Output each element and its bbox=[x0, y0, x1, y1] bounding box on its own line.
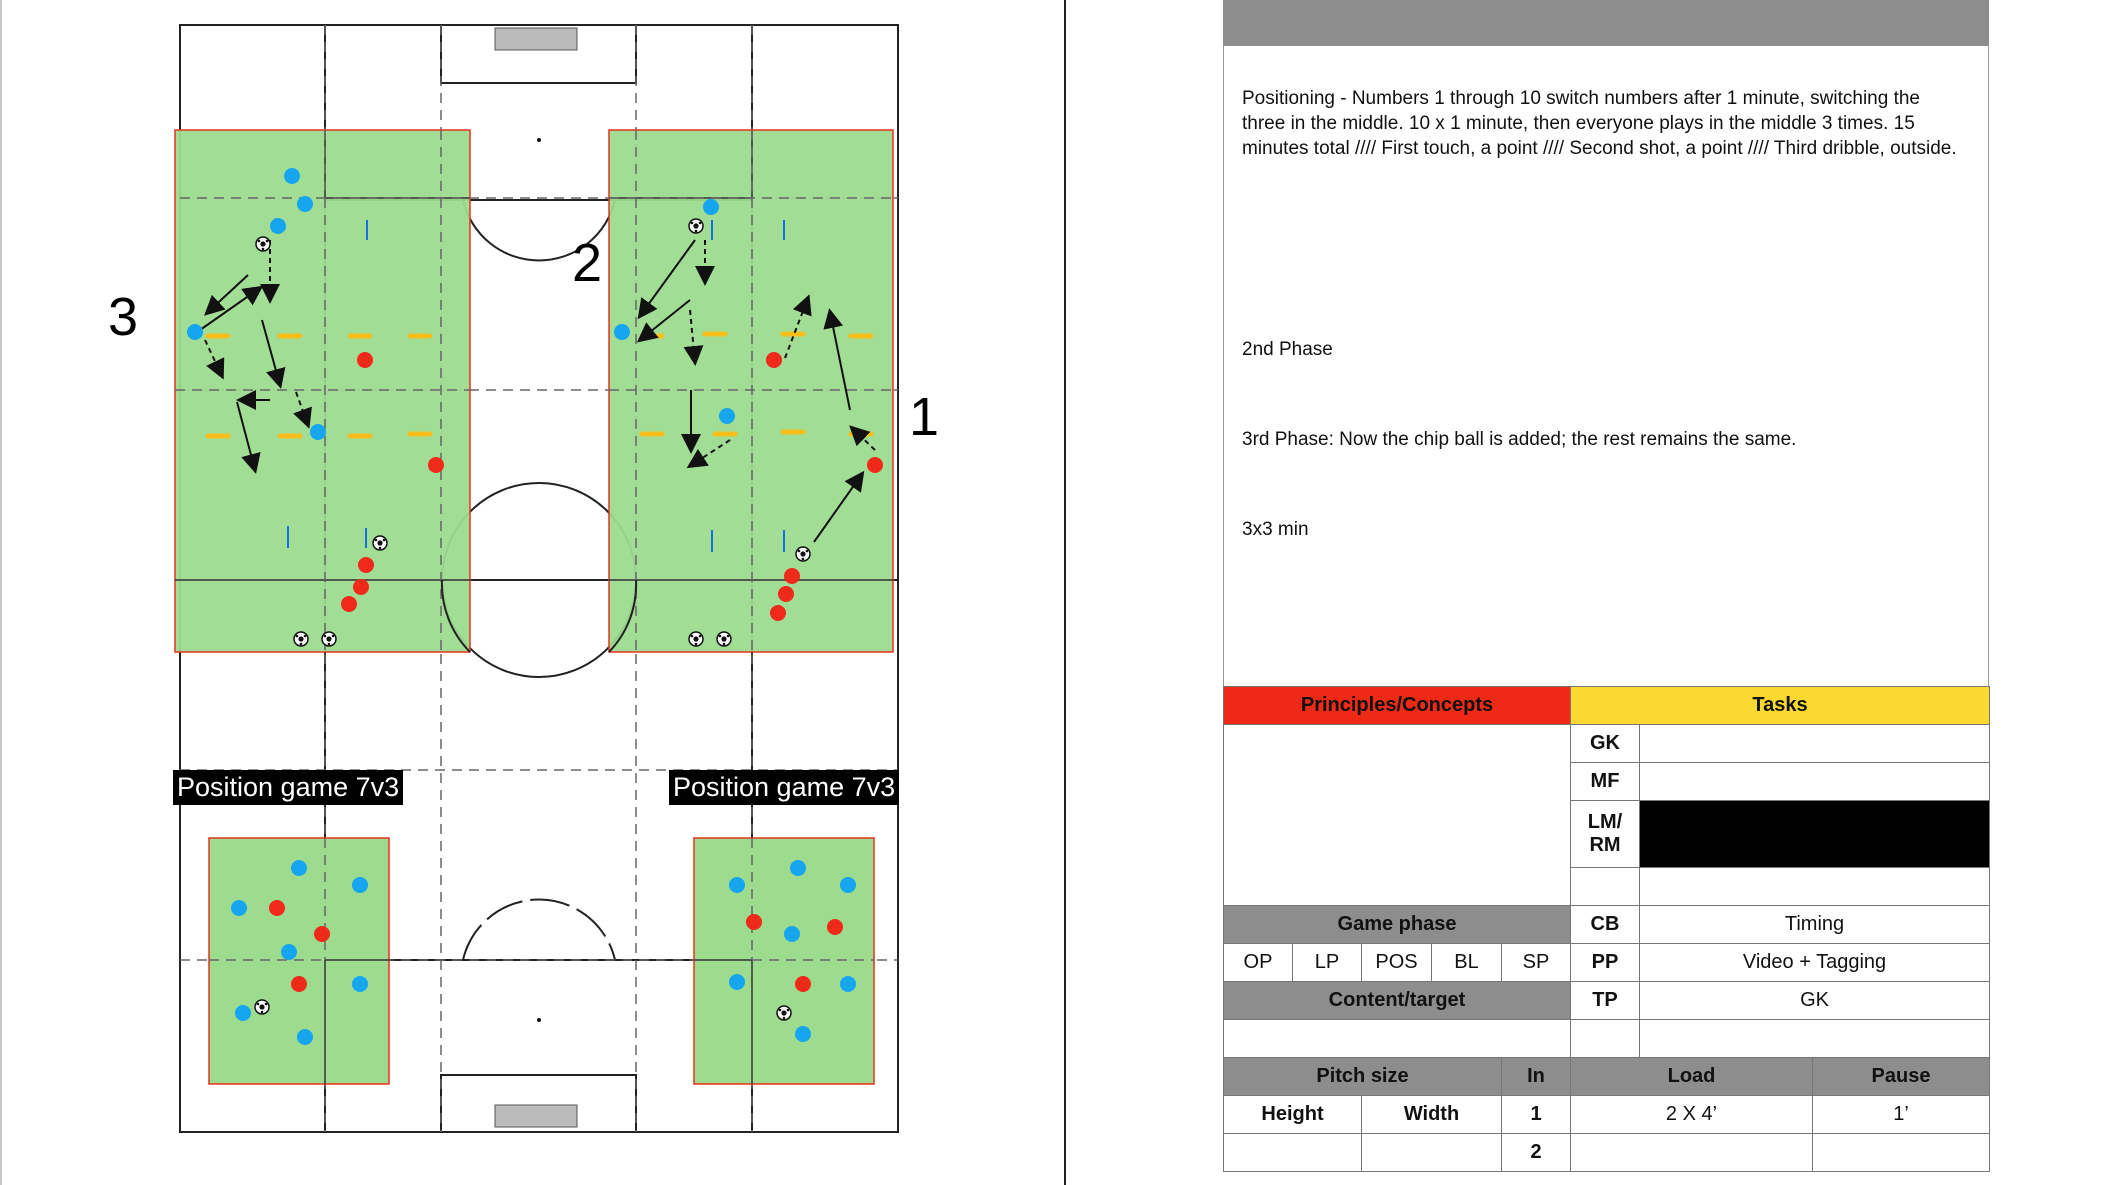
number-label-2: 2 bbox=[572, 233, 603, 293]
position-pp: PP bbox=[1570, 943, 1640, 982]
load-header: Load bbox=[1570, 1057, 1813, 1096]
position-gk: GK bbox=[1570, 724, 1640, 763]
in-header: In bbox=[1501, 1057, 1571, 1096]
height-label: Height bbox=[1223, 1095, 1362, 1134]
top-goal-box bbox=[440, 24, 637, 84]
pitch-diagram bbox=[174, 24, 899, 1133]
task-gk[interactable] bbox=[1638, 724, 1991, 763]
sheet-header-bar bbox=[1223, 0, 1989, 46]
load-value-1[interactable]: 2 X 4’ bbox=[1570, 1095, 1813, 1134]
page-edge bbox=[0, 0, 2, 1185]
pause-header: Pause bbox=[1811, 1057, 1991, 1096]
position-mf: MF bbox=[1570, 762, 1640, 801]
position-game-label-right: Position game 7v3 bbox=[669, 770, 900, 805]
in-value-2: 2 bbox=[1501, 1133, 1571, 1172]
zone-bottom-right bbox=[693, 837, 875, 1085]
game-phase-bl[interactable]: BL bbox=[1431, 943, 1502, 982]
width-value[interactable] bbox=[1361, 1133, 1502, 1172]
session-table: Principles/Concepts Tasks GK MF LM/RM Ga… bbox=[1223, 686, 1991, 1172]
bottom-goal bbox=[494, 1104, 578, 1128]
position-tp: TP bbox=[1570, 981, 1640, 1020]
session-sheet: Positioning - Numbers 1 through 10 switc… bbox=[1223, 0, 1991, 1185]
position-game-label-left: Position game 7v3 bbox=[173, 770, 404, 805]
phase-2-text: 2nd Phase bbox=[1242, 339, 1333, 360]
number-label-1: 1 bbox=[909, 387, 940, 447]
zone-left bbox=[174, 129, 471, 653]
task-lm-rm[interactable] bbox=[1638, 800, 1991, 868]
game-phase-pos[interactable]: POS bbox=[1361, 943, 1432, 982]
width-label: Width bbox=[1361, 1095, 1502, 1134]
in-value-1: 1 bbox=[1501, 1095, 1571, 1134]
content-target-header: Content/target bbox=[1223, 981, 1571, 1020]
principles-header: Principles/Concepts bbox=[1223, 686, 1571, 725]
position-lm-rm: LM/RM bbox=[1570, 800, 1640, 868]
tasks-header: Tasks bbox=[1569, 686, 1991, 725]
load-value-2[interactable] bbox=[1570, 1133, 1813, 1172]
number-label-3: 3 bbox=[108, 287, 139, 347]
pause-value-2[interactable] bbox=[1811, 1133, 1991, 1172]
game-phase-header: Game phase bbox=[1223, 905, 1571, 944]
principles-content[interactable] bbox=[1223, 724, 1571, 906]
duration-text: 3x3 min bbox=[1242, 519, 1309, 540]
game-phase-sp[interactable]: SP bbox=[1501, 943, 1571, 982]
task-pp[interactable]: Video + Tagging bbox=[1638, 943, 1991, 982]
top-goal bbox=[494, 27, 578, 51]
task-tp[interactable]: GK bbox=[1638, 981, 1991, 1020]
game-phase-op[interactable]: OP bbox=[1223, 943, 1293, 982]
page-divider bbox=[1064, 0, 1066, 1185]
pitch-size-header: Pitch size bbox=[1223, 1057, 1502, 1096]
position-cb: CB bbox=[1570, 905, 1640, 944]
game-phase-lp[interactable]: LP bbox=[1292, 943, 1362, 982]
phase-3-text: 3rd Phase: Now the chip ball is added; t… bbox=[1242, 429, 1797, 450]
task-mf[interactable] bbox=[1638, 762, 1991, 801]
zone-right bbox=[608, 129, 894, 653]
height-value[interactable] bbox=[1223, 1133, 1362, 1172]
exercise-description: Positioning - Numbers 1 through 10 switc… bbox=[1242, 88, 1957, 159]
content-target-value[interactable] bbox=[1223, 1019, 1571, 1058]
task-cb[interactable]: Timing bbox=[1638, 905, 1991, 944]
pause-value-1[interactable]: 1’ bbox=[1811, 1095, 1991, 1134]
